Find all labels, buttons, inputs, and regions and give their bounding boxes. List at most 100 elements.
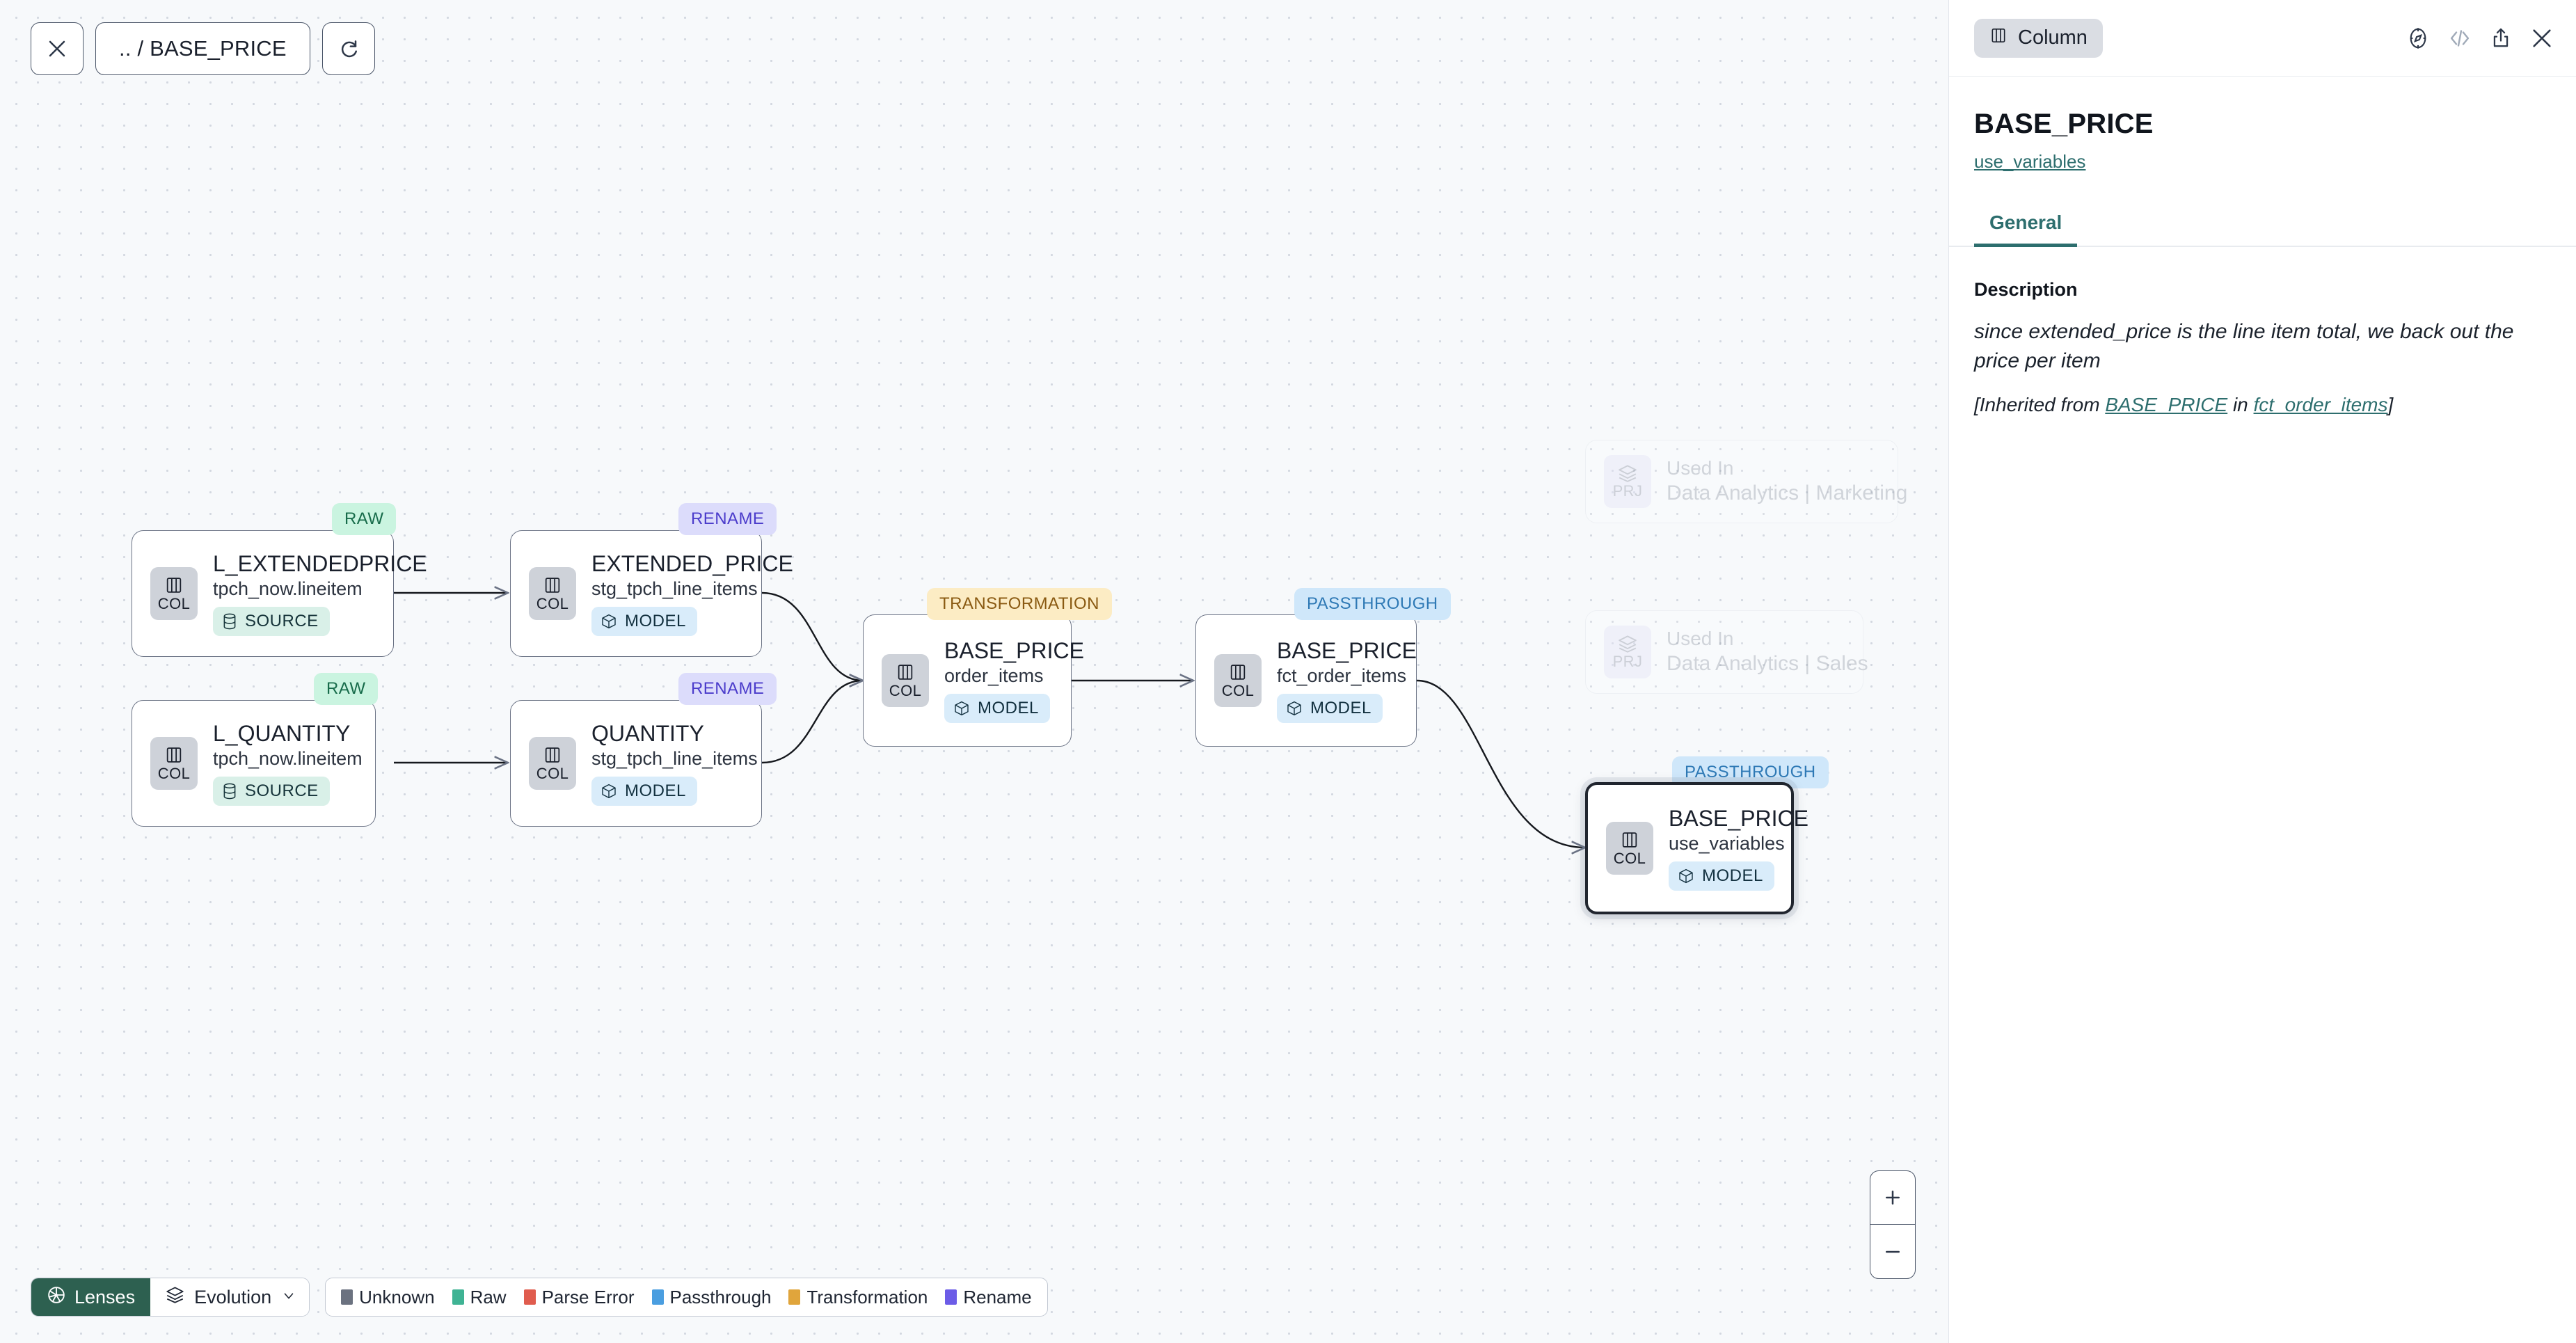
kind-badge-label: MODEL [1702, 866, 1763, 886]
kind-badge-model: MODEL [591, 607, 697, 637]
code-icon[interactable] [2448, 26, 2472, 50]
lens-tag-raw: RAW [314, 673, 379, 705]
node-body: COL BASE_PRICE use_variables MODEL [1588, 785, 1808, 912]
kind-badge-label: MODEL [978, 699, 1039, 718]
lenses-button[interactable]: Lenses [31, 1278, 151, 1316]
stack-icon [166, 1285, 184, 1309]
node-subtitle: tpch_now.lineitem [213, 578, 363, 600]
close-icon[interactable] [2530, 26, 2554, 50]
column-icon: COL [882, 654, 929, 707]
type-badge: Column [1974, 18, 2103, 58]
node-text: BASE_PRICE use_variables MODEL [1669, 806, 1808, 891]
inherited-mid: in [2227, 394, 2254, 415]
lens-tag-rename: RENAME [678, 503, 777, 535]
refresh-icon[interactable] [321, 22, 375, 75]
lineage-canvas[interactable]: .. / BASE_PRICE [0, 0, 1948, 1343]
legend-swatch [788, 1289, 801, 1305]
used-in-node-marketing[interactable]: PRJ Used In Data Analytics | Marketing [1585, 440, 1908, 523]
kind-badge-model: MODEL [591, 777, 697, 806]
node-title: Used In [1667, 457, 1734, 479]
model-link[interactable]: use_variables [1974, 151, 2086, 172]
node-subtitle: Data Analytics | Sales [1667, 652, 1868, 676]
node-body: PRJ Used In Data Analytics | Sales [1586, 611, 1868, 693]
node-title: BASE_PRICE [1277, 637, 1417, 663]
node-body: COL L_QUANTITY tpch_now.lineitem SOURCE [132, 701, 375, 826]
lens-control-group: Lenses Evolution [31, 1278, 310, 1317]
node-title: L_EXTENDEDPRICE [213, 550, 427, 576]
lineage-node-base-price-order-items[interactable]: COL BASE_PRICE order_items MODEL [863, 614, 1084, 747]
legend-item-unknown[interactable]: Unknown [341, 1287, 435, 1308]
legend-label: Transformation [806, 1286, 928, 1308]
description-inherited: [Inherited from BASE_PRICE in fct_order_… [1974, 391, 2551, 418]
legend-item-passthrough[interactable]: Passthrough [651, 1286, 772, 1308]
node-title: BASE_PRICE [944, 637, 1084, 663]
lineage-node-l-quantity[interactable]: COL L_QUANTITY tpch_now.lineitem SOURCE [132, 700, 376, 827]
column-icon: COL [529, 567, 576, 620]
lineage-node-l-extendedprice[interactable]: COL L_EXTENDEDPRICE tpch_now.lineitem SO… [132, 530, 427, 657]
lineage-node-extended-price[interactable]: COL EXTENDED_PRICE stg_tpch_line_items M… [510, 530, 793, 657]
node-body: COL L_EXTENDEDPRICE tpch_now.lineitem SO… [132, 531, 427, 656]
node-subtitle: stg_tpch_line_items [591, 578, 758, 600]
legend-item-rename[interactable]: Rename [945, 1287, 1032, 1308]
zoom-in-button[interactable] [1870, 1171, 1915, 1225]
column-icon: COL [1606, 822, 1653, 875]
stack-icon: PRJ [1604, 455, 1651, 508]
legend-label: Passthrough [669, 1286, 772, 1308]
legend-item-transformation[interactable]: Transformation [788, 1287, 928, 1308]
legend-swatch [523, 1289, 536, 1305]
chip-label: COL [536, 595, 569, 612]
aperture-icon [47, 1285, 66, 1310]
legend-item-raw[interactable]: Raw [452, 1287, 507, 1308]
inherited-prefix: [Inherited from [1974, 394, 2106, 415]
inherited-model-link[interactable]: fct_order_items [2253, 394, 2388, 415]
used-in-node-sales[interactable]: PRJ Used In Data Analytics | Sales [1585, 610, 1868, 694]
node-body: COL QUANTITY stg_tpch_line_items MODEL [511, 701, 761, 826]
node-body: COL BASE_PRICE fct_order_items MODEL [1196, 615, 1417, 746]
evolution-dropdown[interactable]: Evolution [150, 1278, 310, 1316]
node-subtitle: tpch_now.lineitem [213, 748, 363, 770]
node-text: QUANTITY stg_tpch_line_items MODEL [591, 720, 758, 806]
compass-icon[interactable] [2406, 26, 2430, 50]
chip-label: COL [536, 765, 569, 782]
legend-label: Raw [470, 1286, 507, 1308]
node-title: QUANTITY [591, 720, 704, 746]
kind-badge-label: SOURCE [245, 612, 319, 631]
breadcrumb[interactable]: .. / BASE_PRICE [95, 22, 310, 75]
node-subtitle: fct_order_items [1277, 665, 1407, 687]
lineage-node-base-price-fct-order-items[interactable]: COL BASE_PRICE fct_order_items MODEL [1195, 614, 1417, 747]
legend-swatch [945, 1289, 957, 1305]
kind-badge-label: MODEL [625, 612, 686, 631]
legend-swatch [341, 1289, 353, 1305]
column-icon: COL [1214, 654, 1262, 707]
node-text: EXTENDED_PRICE stg_tpch_line_items MODEL [591, 551, 793, 637]
zoom-out-button[interactable] [1870, 1225, 1915, 1278]
description-text: since extended_price is the line item to… [1974, 320, 2514, 372]
legend-item-parse-error[interactable]: Parse Error [523, 1286, 635, 1308]
chip-label: COL [1221, 682, 1255, 699]
lens-tag-transformation: TRANSFORMATION [927, 588, 1112, 620]
chip-label: PRJ [1612, 482, 1643, 500]
chip-label: COL [157, 765, 191, 782]
canvas-bottom-bar: Lenses Evolution [31, 1278, 1048, 1317]
lenses-label: Lenses [74, 1286, 136, 1308]
tab-general[interactable]: General [1974, 212, 2078, 247]
details-panel: Column [1948, 0, 2576, 1343]
node-text: BASE_PRICE fct_order_items MODEL [1277, 637, 1417, 724]
kind-badge-model: MODEL [1669, 861, 1774, 891]
node-text: Used In Data Analytics | Marketing [1667, 457, 1908, 506]
share-icon[interactable] [2490, 27, 2512, 49]
kind-badge-model: MODEL [1277, 694, 1383, 724]
lineage-node-quantity[interactable]: COL QUANTITY stg_tpch_line_items MODEL [510, 700, 762, 827]
node-subtitle: Data Analytics | Marketing [1667, 482, 1908, 505]
legend-label: Parse Error [541, 1286, 635, 1308]
zoom-controls [1870, 1170, 1916, 1279]
legend-swatch [651, 1289, 664, 1305]
lens-legend: Unknown Raw Parse Error Passthrough Tran… [325, 1278, 1048, 1317]
close-icon[interactable] [31, 22, 84, 75]
description-section: Description since extended_price is the … [1949, 247, 2576, 418]
inherited-column-link[interactable]: BASE_PRICE [2105, 394, 2228, 415]
kind-badge-label: SOURCE [245, 781, 319, 801]
lineage-node-base-price-use-variables[interactable]: COL BASE_PRICE use_variables MODEL [1585, 782, 1808, 914]
node-text: BASE_PRICE order_items MODEL [944, 637, 1084, 724]
